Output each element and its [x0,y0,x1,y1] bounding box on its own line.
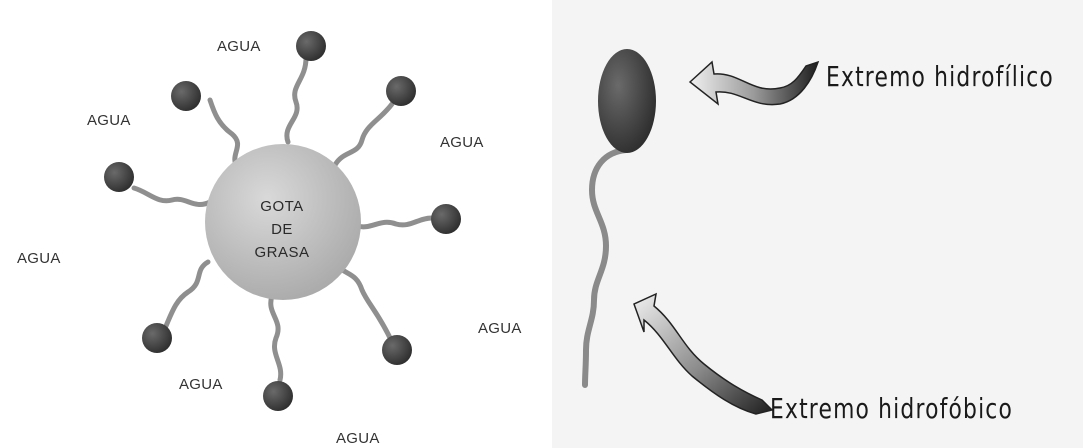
water-label-right: AGUA [478,320,522,337]
head-top-left [171,81,201,111]
hydrophilic-end-label: Extremo hidrofílico [826,60,1054,93]
molecule-head [598,49,656,153]
head-top [296,31,326,61]
tail-top-right [335,104,392,165]
water-label-upper-left: AGUA [87,112,131,129]
hydrophobic-end-label: Extremo hidrofóbico [770,392,1013,425]
tail-top-left [210,100,238,168]
hydrophobic-arrow-icon [634,294,772,414]
head-bottom [263,381,293,411]
tail-left [134,188,210,205]
tail-lower-right [334,263,392,342]
water-label-top: AGUA [217,38,261,55]
tail-right [357,218,432,227]
tail-bottom [271,296,281,380]
head-lower-right [382,335,412,365]
molecule-tail [585,150,626,385]
water-label-left: AGUA [17,250,61,267]
head-lower-left [142,323,172,353]
head-left [104,162,134,192]
water-label-lower-left: AGUA [179,376,223,393]
fat-drop-label-line1: GOTA [222,198,342,215]
fat-drop-label-line3: GRASA [222,244,342,261]
water-label-upper-right: AGUA [440,134,484,151]
tail-lower-left [166,262,208,326]
fat-drop-label-line2: DE [222,221,342,238]
head-top-right [386,76,416,106]
water-label-bottom: AGUA [336,430,380,447]
head-right [431,204,461,234]
tail-top [287,58,306,142]
hydrophilic-arrow-icon [690,62,818,105]
